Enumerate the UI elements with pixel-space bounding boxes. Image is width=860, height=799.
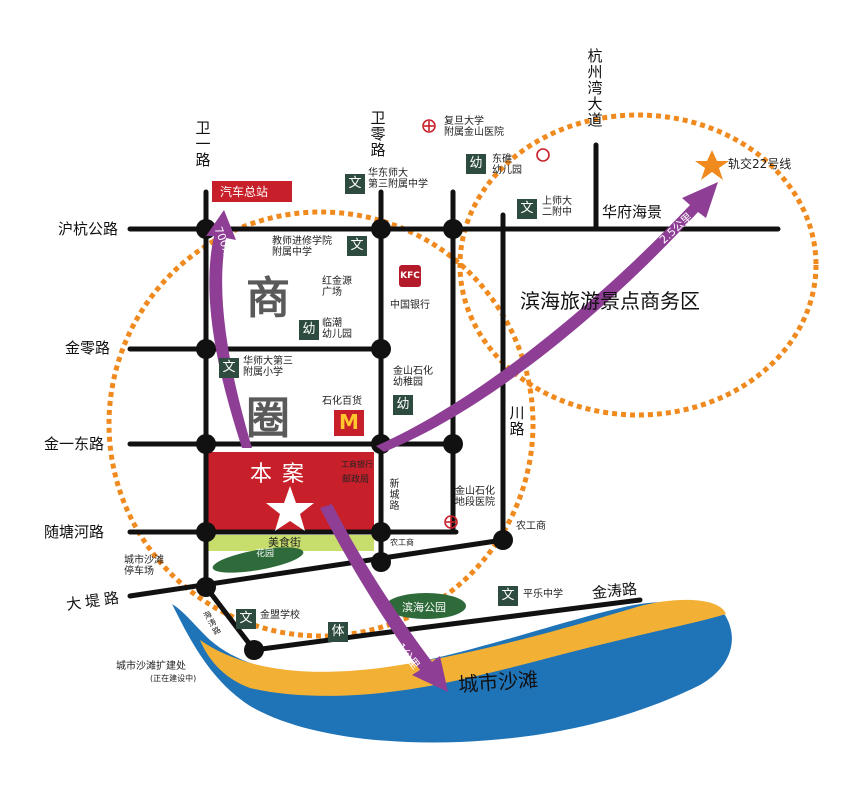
school-badge: 文: [517, 199, 537, 219]
shopping-zone-ring: [106, 209, 536, 639]
abc-label-2: 农工商: [390, 538, 414, 547]
shopping-char-1: 商: [246, 273, 290, 324]
hospital-icon-2: [444, 515, 458, 529]
school-badge: 文: [345, 174, 365, 194]
garden-label: 花园: [256, 549, 275, 559]
binhai-park-oval: [386, 593, 466, 619]
bus-station-label: 汽车总站: [212, 181, 292, 202]
road-jinyidong-label: 金一东路: [44, 435, 105, 453]
hospital-icon: [422, 119, 436, 133]
road-weiling-label: 卫零路: [368, 110, 387, 158]
boc-label: 中国银行: [390, 300, 430, 311]
school-badge: 文: [219, 358, 239, 378]
fudan-hospital-label: 复旦大学 附属金山医院: [444, 116, 504, 138]
intersection-dots: [196, 219, 513, 660]
school-badge: 文: [347, 236, 367, 256]
metro-star-icon: [695, 150, 729, 180]
ecnu-3rd-primary-label: 华师大第三 附属小学: [243, 356, 293, 378]
ecnu-3rd-middle-label: 华东师大 第三附属中学: [368, 168, 428, 190]
shopping-char-2: 圈: [246, 393, 290, 444]
sports-badge: 体: [328, 622, 348, 642]
distance-arrows: [206, 182, 718, 692]
business-zone-title: 滨海旅游景点商务区: [520, 289, 700, 313]
road-weiyi-label: 卫一路: [193, 120, 212, 168]
school-badge: 文: [498, 586, 518, 606]
site-label: 本案: [250, 462, 315, 487]
road-hangzhouwan-label: 杭州湾大道: [585, 48, 604, 128]
school-badge: 文: [236, 609, 256, 629]
kindergarten-badge: 幼: [299, 320, 319, 340]
kfc-logo-icon: KFC: [399, 265, 421, 287]
metro-label: 轨交22号线: [728, 157, 792, 171]
beach-parking-label: 城市沙滩 停车场: [124, 555, 164, 577]
post-label: 邮政局: [342, 475, 370, 485]
teacher-school-label: 教师进修学院 附属中学: [272, 236, 332, 258]
jinshan-shihua-kg-label: 金山石化 幼稚园: [393, 366, 433, 388]
site-star-icon: [266, 486, 314, 531]
road-huafuhaijing-label: 华府海景: [602, 203, 663, 221]
mcdonalds-logo-icon: M: [334, 410, 364, 436]
beach-label: 城市沙滩: [457, 667, 539, 697]
under-construction-label: (正在建设中): [150, 674, 197, 683]
hongjinyuan-label: 红金源 广场: [322, 276, 352, 298]
linchao-kg-label: 临潮 幼儿园: [322, 318, 352, 340]
binhai-park-label: 滨海公园: [402, 601, 446, 614]
beach-ext-label: 城市沙滩扩建处: [116, 661, 186, 672]
business-zone-ring: [457, 112, 819, 418]
kindergarten-badge: 幼: [393, 395, 413, 415]
abc-label-1: 农工商: [516, 521, 546, 532]
shihua-dept-label: 石化百货: [322, 396, 362, 407]
shihua-hospital-label: 金山石化 地段医院: [455, 486, 495, 508]
shida-2nd-label: 上师大 二附中: [542, 196, 572, 218]
icbc-label: 工商银行: [341, 460, 373, 469]
pingle-label: 平乐中学: [523, 589, 563, 600]
jinmeng-label: 金盟学校: [260, 610, 300, 621]
dongjiao-kg-label: 东礁 幼儿园: [492, 154, 522, 176]
food-street-label: 美食街: [268, 536, 301, 549]
food-street-strip: [206, 535, 374, 551]
sand-area: [200, 599, 726, 696]
road-jinling-label: 金零路: [65, 339, 111, 357]
road-huhang-label: 沪杭公路: [58, 220, 119, 238]
road-chuan-label: 川路: [507, 405, 526, 437]
road-xincheng-label: 新城路: [387, 478, 398, 511]
marker-circle-icon: [536, 148, 550, 162]
road-suitanghe-label: 随塘河路: [44, 523, 105, 541]
garden-oval: [212, 547, 304, 573]
kindergarten-badge: 幼: [466, 154, 486, 174]
